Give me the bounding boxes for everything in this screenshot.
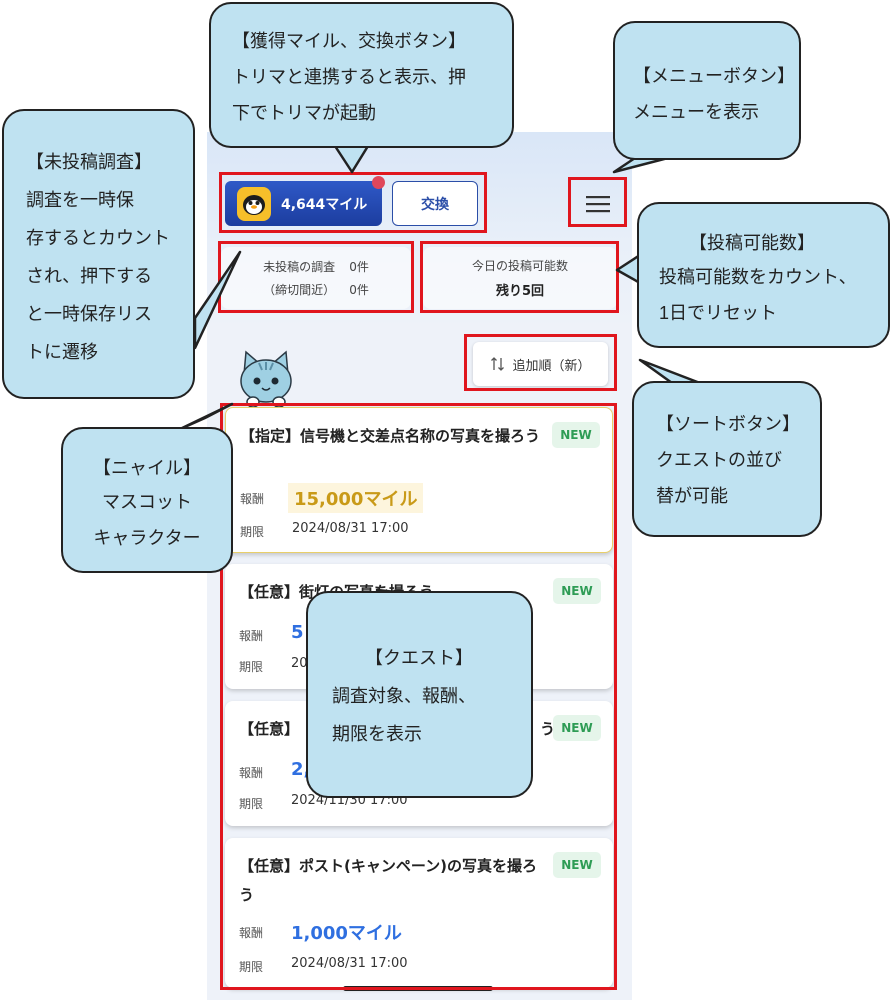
callout-text: 調査を一時保 (26, 190, 134, 210)
quest-title-tail: う (540, 720, 556, 738)
sort-label: 追加順（新） (512, 358, 591, 374)
reward-value: 15,000マイル (288, 483, 424, 513)
miles-balance: 4,644マイル (281, 196, 368, 213)
post-quota-card: 今日の投稿可能数 残り5回 (423, 247, 617, 309)
callout-text: 1日でリセット (659, 303, 778, 323)
quest-title: 【任意】ポスト(キャンペーン)の写真を撮ろう (239, 857, 537, 904)
callout-sort: 【ソートボタン】 クエストの並び 替が可能 (632, 381, 822, 537)
callout-text: 【獲得マイル、交換ボタン】 (232, 31, 466, 51)
callout-miles: 【獲得マイル、交換ボタン】 トリマと連携すると表示、押 下でトリマが起動 (209, 2, 514, 148)
sort-button[interactable]: 追加順（新） (473, 342, 608, 386)
callout-text: 【メニューボタン】 (633, 66, 795, 86)
reward-value: 2, (291, 759, 311, 780)
callout-quest: 【クエスト】 調査対象、報酬、 期限を表示 (306, 591, 533, 798)
callout-drafts: 【未投稿調査】 調査を一時保 存するとカウント され、押下する と一時保存リス … (2, 109, 195, 399)
callout-text: トに遷移 (26, 342, 98, 362)
callout-mascot: 【ニャイル】 マスコット キャラクター (61, 427, 233, 573)
deadline-label: 期限 (239, 797, 264, 811)
callout-text: 調査対象、報酬、 (332, 686, 476, 706)
callout-text: と一時保存リス (26, 304, 152, 324)
quota-value: 残り5回 (495, 284, 545, 299)
deadline-label: 期限 (239, 960, 264, 974)
callout-text: 替が可能 (656, 486, 728, 506)
reward-label: 報酬 (239, 629, 264, 643)
penguin-logo-icon (237, 186, 271, 221)
callout-quota: 【投稿可能数】 投稿可能数をカウント、 1日でリセット (637, 202, 890, 348)
deadline-label: 期限 (239, 660, 264, 674)
deadline-value: 2024/08/31 17:00 (292, 521, 409, 536)
callout-text: メニューを表示 (633, 102, 759, 122)
near-deadline-count: 0件 (349, 283, 369, 297)
callout-text: 存するとカウント (26, 228, 170, 248)
callout-text: キャラクター (93, 528, 201, 548)
draft-surveys-card[interactable]: 未投稿の調査 0件 （締切間近） 0件 (221, 247, 411, 309)
home-indicator (343, 986, 493, 991)
callout-text: 期限を表示 (332, 724, 422, 744)
callout-text: 【ニャイル】 (93, 458, 201, 478)
reward-label: 報酬 (240, 492, 265, 506)
sort-arrows-icon (491, 357, 505, 371)
callout-text: 【投稿可能数】 (689, 233, 815, 253)
deadline-value: 20 (291, 656, 308, 671)
reward-value: 1,000マイル (291, 923, 402, 944)
quest-title: 【指定】信号機と交差点名称の写真を撮ろう (240, 427, 541, 445)
quest-card[interactable]: 【指定】信号機と交差点名称の写真を撮ろう NEW 報酬 15,000マイル 期限… (225, 407, 613, 553)
deadline-label: 期限 (240, 525, 265, 539)
deadline-value: 2024/08/31 17:00 (291, 956, 408, 971)
new-badge: NEW (552, 422, 600, 448)
menu-button[interactable] (576, 185, 620, 223)
callout-text: 【クエスト】 (365, 648, 473, 668)
new-badge: NEW (553, 715, 601, 741)
drafts-label: 未投稿の調査 (263, 260, 336, 274)
quest-title: 【任意】 (239, 720, 300, 738)
phone-screen: 4,644マイル 交換 未投稿の調査 0件 （締切間近） 0件 今日の投稿可能数… (207, 132, 632, 1000)
reward-label: 報酬 (239, 926, 264, 940)
notification-dot (372, 176, 385, 189)
callout-text: クエストの並び (656, 450, 782, 470)
callout-menu: 【メニューボタン】 メニューを表示 (613, 21, 801, 160)
quest-card[interactable]: 【任意】ポスト(キャンペーン)の写真を撮ろう NEW 報酬 1,000マイル 期… (225, 838, 613, 988)
exchange-button[interactable]: 交換 (392, 181, 478, 226)
reward-label: 報酬 (239, 766, 264, 780)
reward-value: 5 (291, 622, 304, 643)
callout-text: マスコット (102, 492, 192, 512)
cat-mascot-icon (233, 350, 299, 410)
miles-button[interactable]: 4,644マイル (225, 181, 382, 226)
new-badge: NEW (553, 852, 601, 878)
callout-text: 【未投稿調査】 (26, 152, 152, 172)
callout-text: 下でトリマが起動 (232, 103, 376, 123)
callout-text: され、押下する (26, 266, 153, 286)
callout-text: 【ソートボタン】 (656, 414, 800, 434)
drafts-count: 0件 (349, 260, 369, 274)
quota-label: 今日の投稿可能数 (471, 259, 568, 273)
callout-text: 投稿可能数をカウント、 (659, 267, 857, 287)
hamburger-icon (586, 196, 610, 213)
near-deadline-label: （締切間近） (263, 283, 336, 297)
callout-text: トリマと連携すると表示、押 (232, 67, 466, 87)
new-badge: NEW (553, 578, 601, 604)
